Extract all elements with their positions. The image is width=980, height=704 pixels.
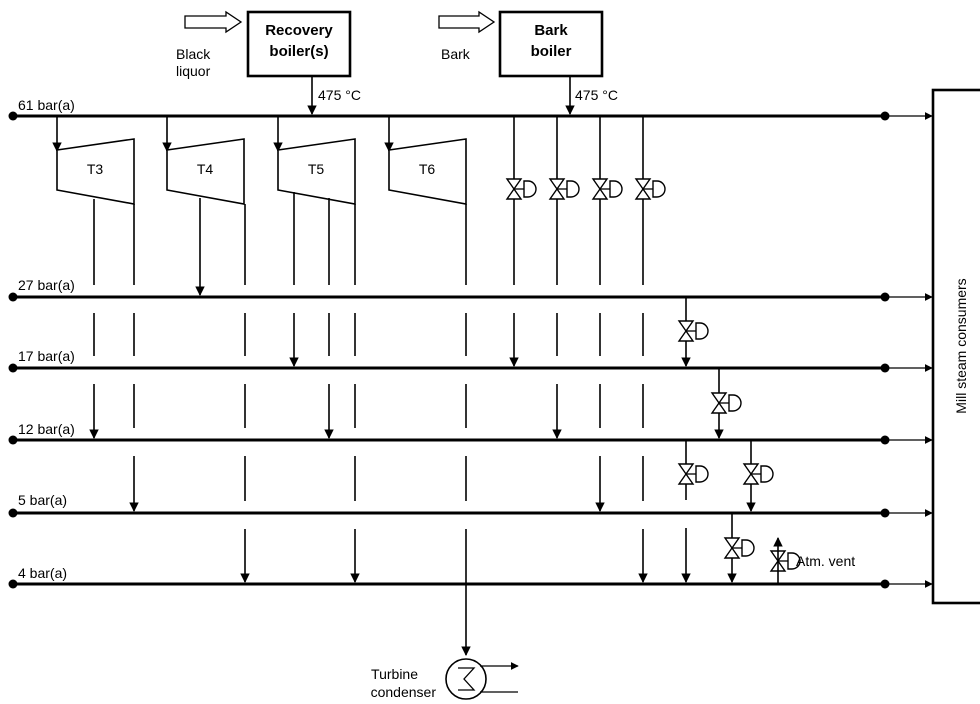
header-5-label: 5 bar(a) — [18, 492, 67, 508]
mill-steam-consumers: Mill steam consumers — [931, 88, 980, 605]
control-valve-icon — [677, 320, 709, 342]
turbine-label: T5 — [308, 161, 325, 177]
atmospheric-vent: Atm. vent — [773, 537, 855, 584]
bark-arrow-icon — [438, 10, 496, 34]
recovery-boiler-label-2: boiler(s) — [269, 43, 328, 60]
header-17-label: 17 bar(a) — [18, 348, 75, 364]
black-liquor-label-1: Black — [176, 46, 211, 62]
condenser-label-1: Turbine — [371, 666, 418, 682]
recovery-outlet-temp: 475 °C — [318, 87, 361, 103]
valves — [505, 178, 801, 572]
header-61-label: 61 bar(a) — [18, 97, 75, 113]
turbine-t4: T4 — [162, 116, 245, 205]
black-liquor-label-2: liquor — [176, 63, 211, 79]
bark-input-label: Bark — [441, 46, 471, 62]
turbine-t3: T3 — [52, 116, 135, 205]
atm-vent-label: Atm. vent — [796, 553, 855, 569]
recovery-boiler: Recovery boiler(s) — [246, 10, 352, 78]
header-4: 4 bar(a) — [8, 565, 933, 589]
bark-boiler: Bark boiler — [498, 10, 604, 78]
bark-outlet-temp: 475 °C — [575, 87, 618, 103]
turbine-t5: T5 — [273, 116, 356, 205]
turbine-label: T3 — [87, 161, 104, 177]
turbine-label: T6 — [419, 161, 436, 177]
header-12-label: 12 bar(a) — [18, 421, 75, 437]
black-liquor-arrow-icon — [184, 10, 243, 34]
control-valve-icon — [677, 463, 709, 485]
control-valve-icon — [742, 463, 774, 485]
header-12: 12 bar(a) — [8, 421, 933, 445]
bark-boiler-label-2: boiler — [531, 43, 572, 60]
header-61: 61 bar(a) — [8, 97, 933, 121]
turbine-condenser: Turbine condenser — [371, 586, 519, 700]
control-valve-icon — [548, 178, 580, 200]
turbine-label: T4 — [197, 161, 214, 177]
mill-steam-consumers-label: Mill steam consumers — [953, 278, 969, 413]
control-valve-icon — [769, 550, 801, 572]
condenser-icon — [445, 658, 487, 700]
control-valve-icon — [591, 178, 623, 200]
bark-input: Bark — [438, 10, 496, 62]
header-27: 27 bar(a) — [8, 277, 933, 302]
header-17: 17 bar(a) — [8, 348, 933, 373]
header-5: 5 bar(a) — [8, 492, 933, 518]
recovery-boiler-label-1: Recovery — [265, 22, 333, 39]
turbines: T3 T4 T5 T6 — [52, 116, 467, 205]
header-27-label: 27 bar(a) — [18, 277, 75, 293]
turbine-t6: T6 — [384, 116, 467, 205]
black-liquor-input: Black liquor — [176, 10, 243, 79]
control-valve-icon — [710, 392, 742, 414]
condenser-label-2: condenser — [371, 684, 437, 700]
header-4-label: 4 bar(a) — [18, 565, 67, 581]
control-valve-icon — [634, 178, 666, 200]
control-valve-icon — [505, 178, 537, 200]
control-valve-icon — [723, 537, 755, 559]
bark-boiler-label-1: Bark — [534, 22, 568, 39]
